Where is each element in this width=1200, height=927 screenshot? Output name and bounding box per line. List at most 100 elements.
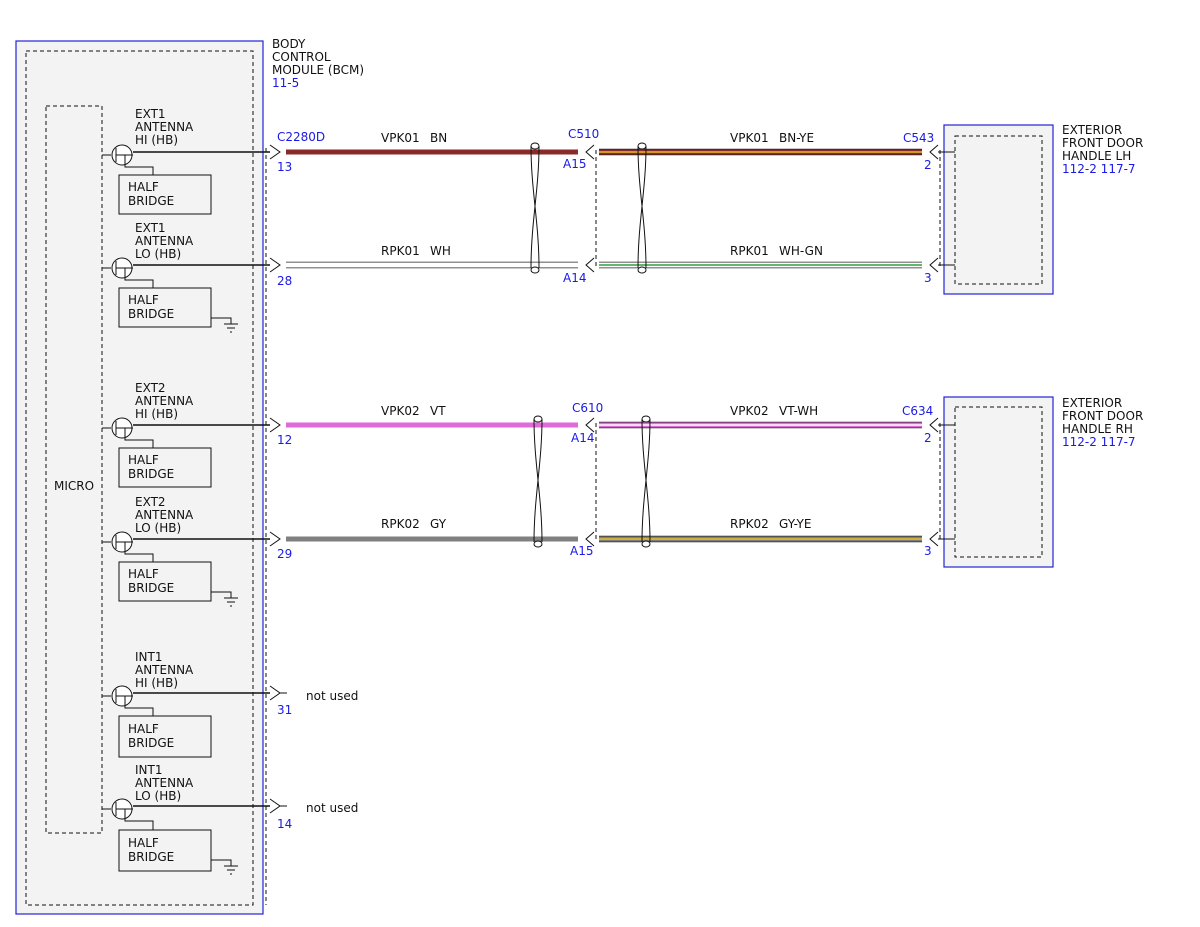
half-bridge-block — [118, 174, 212, 215]
channel-label-line-1: EXT2 — [135, 495, 166, 509]
channel-label-line-1: EXT1 — [135, 107, 166, 121]
handle-rh-pin-3: 3 — [924, 544, 932, 558]
channel-ext1-lo: EXT1 ANTENNA LO (HB) HALF BRIDGE 28 — [102, 221, 292, 333]
half-bridge-block — [118, 287, 212, 328]
twisted-pair-icon — [533, 418, 543, 543]
half-bridge-label-2: BRIDGE — [128, 581, 174, 595]
transistor-leads — [115, 261, 154, 288]
half-bridge-label-2: BRIDGE — [128, 307, 174, 321]
handle-rh-connector: C634 — [902, 404, 933, 418]
transistor-leads — [115, 689, 154, 716]
wire-color-vt-wh: VT-WH — [779, 404, 818, 418]
bcm-pin-chevron — [269, 685, 281, 701]
half-bridge-label-2: BRIDGE — [128, 194, 174, 208]
micro-label: MICRO — [54, 479, 94, 493]
half-bridge-block — [118, 715, 212, 758]
bcm-name-line-3: MODULE (BCM) — [272, 63, 364, 77]
channel-label-line-2: ANTENNA — [135, 776, 194, 790]
handle-pin-chevron — [929, 144, 939, 160]
not-used-label: not used — [306, 801, 358, 815]
wire-circuit-vpk01: VPK01 — [381, 131, 420, 145]
handle-rh-pin-2: 2 — [924, 431, 932, 445]
wire-circuit-rpk02: RPK02 — [381, 517, 420, 531]
inline-pin-chevron — [585, 257, 595, 273]
half-bridge-label-2: BRIDGE — [128, 850, 174, 864]
bcm-connector-label: C2280D — [277, 130, 325, 144]
handle-lh-pin-2: 2 — [924, 158, 932, 172]
half-bridge-block — [118, 561, 212, 602]
twist-cap — [641, 540, 651, 548]
channel-ext2-lo: EXT2 ANTENNA LO (HB) HALF BRIDGE 29 — [102, 495, 292, 607]
channel-label-line-3: LO (HB) — [135, 789, 181, 803]
inline-pin-a14: A14 — [563, 271, 586, 285]
channel-label-line-2: ANTENNA — [135, 663, 194, 677]
bcm-pin-chevron — [269, 417, 281, 433]
wire-circuit-rpk01: RPK01 — [730, 244, 769, 258]
half-bridge-label-1: HALF — [128, 453, 159, 467]
bcm-pin-29: 29 — [277, 547, 292, 561]
bcm-pin-12: 12 — [277, 433, 292, 447]
inline-pin-a15: A15 — [563, 157, 586, 171]
wire-circuit-vpk02: VPK02 — [381, 404, 420, 418]
half-bridge-label-1: HALF — [128, 180, 159, 194]
handle-pin-chevron — [929, 257, 939, 273]
bcm-pin-chevron — [269, 531, 281, 547]
channel-ext2-hi: EXT2 ANTENNA HI (HB) HALF BRIDGE 12 — [102, 381, 292, 488]
handle-rh-name-3: HANDLE RH — [1062, 422, 1133, 436]
inline-connector-label-c510: C510 — [568, 127, 599, 141]
handle-lh-ref: 112-2 117-7 — [1062, 162, 1136, 176]
inline-pin-chevron — [585, 531, 595, 547]
half-bridge-label-1: HALF — [128, 567, 159, 581]
bcm-name-line-2: CONTROL — [272, 50, 331, 64]
channel-label-line-1: EXT1 — [135, 221, 166, 235]
half-bridge-label-1: HALF — [128, 293, 159, 307]
channel-int1-lo: INT1 ANTENNA LO (HB) HALF BRIDGE not use… — [102, 763, 358, 875]
half-bridge-label-2: BRIDGE — [128, 736, 174, 750]
channel-label-line-3: LO (HB) — [135, 247, 181, 261]
handle-pin-chevron — [929, 531, 939, 547]
bcm-pin-chevron — [269, 257, 281, 273]
wire-color-wh: WH — [430, 244, 451, 258]
ground-icon — [211, 859, 238, 875]
bcm-ref: 11-5 — [272, 76, 299, 90]
channel-label-line-2: ANTENNA — [135, 234, 194, 248]
twist-cap — [637, 266, 647, 274]
bcm-name-line-1: BODY — [272, 37, 306, 51]
channel-ext1-hi: EXT1 ANTENNA HI (HB) HALF BRIDGE 13 — [102, 107, 292, 215]
wire-color-wh-gn: WH-GN — [779, 244, 823, 258]
handle-lh-connector: C543 — [903, 131, 934, 145]
twisted-pair-icon — [530, 145, 540, 269]
channel-label-line-1: INT1 — [135, 763, 162, 777]
wire-color-vt: VT — [430, 404, 446, 418]
bcm-pin-13: 13 — [277, 160, 292, 174]
twist-cap — [533, 415, 543, 423]
wires: VPK01 BN VPK01 BN-YE RPK01 WH RPK01 WH-G… — [286, 131, 922, 543]
ground-icon — [211, 317, 238, 333]
micro-block — [45, 105, 103, 834]
wire-circuit-vpk01: VPK01 — [730, 131, 769, 145]
twist-cap — [530, 266, 540, 274]
half-bridge-block — [118, 447, 212, 488]
twist-cap — [533, 540, 543, 548]
twist-cap — [530, 142, 540, 150]
handle-rh-name-2: FRONT DOOR — [1062, 409, 1143, 423]
handle-rh-name-1: EXTERIOR — [1062, 396, 1122, 410]
bcm-pin-31: 31 — [277, 703, 292, 717]
twisted-pair-icon — [641, 418, 651, 543]
transistor-leads — [115, 421, 154, 448]
wire-color-bn-ye: BN-YE — [779, 131, 814, 145]
inline-connector-c610: C610 A14 A15 — [570, 401, 603, 558]
wire-circuit-vpk02: VPK02 — [730, 404, 769, 418]
handle-lh-name-2: FRONT DOOR — [1062, 136, 1143, 150]
not-used-label: not used — [306, 689, 358, 703]
exterior-front-door-handle-lh: C543 2 3 EXTERIOR FRONT DOOR HANDLE LH 1… — [903, 123, 1143, 295]
wire-circuit-rpk02: RPK02 — [730, 517, 769, 531]
inline-connector-label-c610: C610 — [572, 401, 603, 415]
twisted-pair-icon — [637, 145, 647, 269]
half-bridge-label-1: HALF — [128, 836, 159, 850]
bcm-inner-boundary — [25, 50, 254, 906]
bcm-pin-28: 28 — [277, 274, 292, 288]
handle-rh-ref: 112-2 117-7 — [1062, 435, 1136, 449]
transistor-leads — [115, 802, 154, 830]
